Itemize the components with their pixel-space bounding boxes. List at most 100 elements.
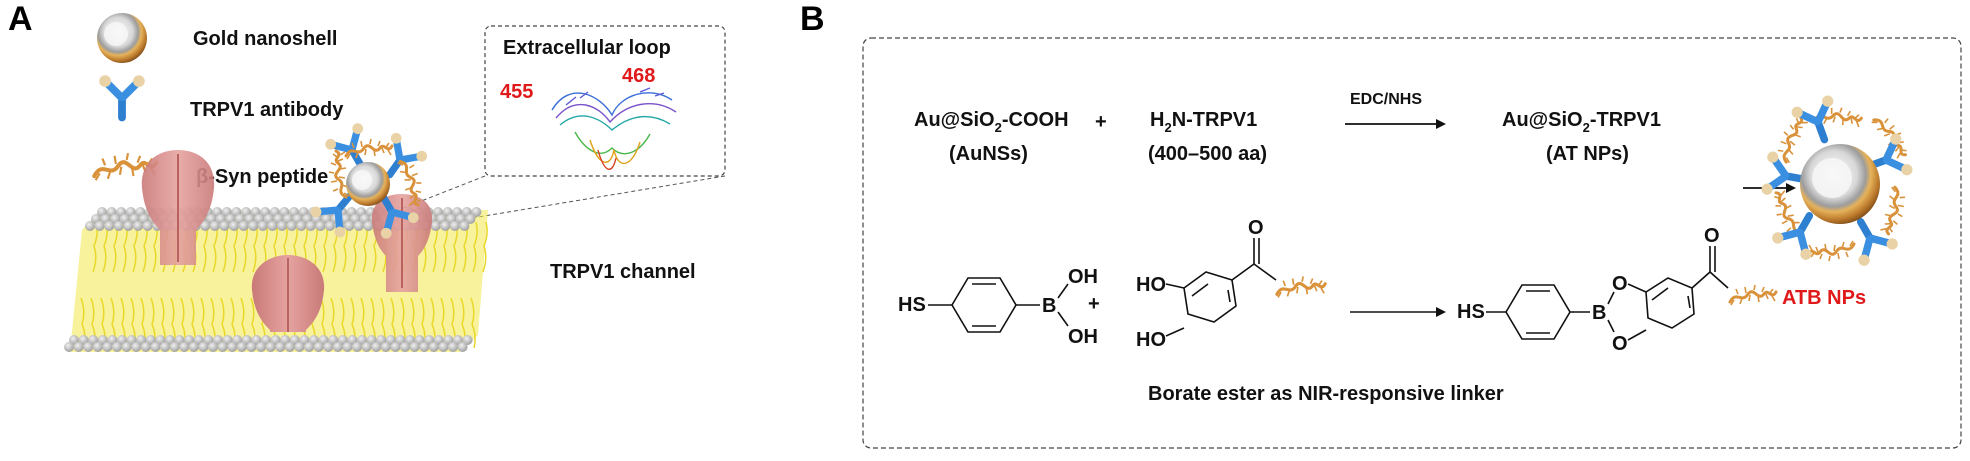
residue-start-label: 455	[500, 81, 533, 103]
lipid-head	[363, 221, 374, 231]
lipid-head	[284, 342, 295, 352]
lipid-head	[257, 221, 268, 231]
trpv1-channel-label: TRPV1 channel	[550, 261, 696, 283]
lipid-head	[315, 221, 326, 231]
product-at-abbr: (AT NPs)	[1546, 143, 1629, 165]
panel-b-letter: B	[800, 0, 825, 38]
lipid-head	[267, 221, 278, 231]
trpv1-channel-left	[141, 150, 215, 265]
lipid-head	[256, 342, 266, 352]
lipid-head	[323, 342, 334, 352]
lipid-head	[294, 342, 305, 352]
lipid-head	[286, 221, 297, 231]
lipid-head	[188, 342, 199, 352]
benzene-ring-3	[1505, 284, 1571, 340]
lipid-tail	[472, 221, 478, 273]
lipid-head	[236, 342, 247, 352]
legend: Gold nanoshell TRPV1 antibody β-Syn pept…	[94, 13, 344, 188]
lipid-head	[121, 342, 132, 352]
lipid-head	[438, 342, 449, 352]
lipid-head	[150, 342, 161, 352]
lipid-head	[209, 221, 220, 231]
atb-nanoparticle	[1760, 93, 1915, 268]
product-at-formula: Au@SiO2-TRPV1	[1502, 109, 1661, 135]
lipid-head	[471, 207, 482, 217]
lipid-head	[248, 221, 259, 231]
lipid-head	[217, 342, 228, 352]
lipid-head	[380, 342, 391, 352]
lipid-head	[352, 342, 362, 352]
lipid-head	[361, 342, 372, 352]
lipid-head	[457, 342, 468, 352]
plus-sign-row1: +	[1095, 111, 1107, 133]
panel-a-letter: A	[8, 0, 33, 38]
lipid-head	[198, 342, 209, 352]
reaction-row-2: HS B OH OH + HO HO O HS B	[898, 217, 1778, 355]
lipid-head	[409, 342, 420, 352]
residue-end-label: 468	[622, 65, 655, 87]
lipid-head	[133, 221, 143, 231]
plus-sign-row2: +	[1088, 293, 1100, 315]
ester-oxygen-top: O	[1612, 273, 1628, 295]
panel-b-frame	[862, 37, 1962, 449]
legend-nanoshell-label: Gold nanoshell	[193, 28, 337, 50]
lipid-head	[229, 221, 239, 231]
lipid-head	[353, 221, 364, 231]
legend-nanoshell-icon	[97, 13, 147, 63]
lipid-head	[390, 342, 401, 352]
lipid-head	[208, 342, 218, 352]
lipid-head	[169, 342, 180, 352]
lipid-head	[73, 342, 84, 352]
atb-nps-label: ATB NPs	[1782, 287, 1866, 309]
lipid-head	[104, 221, 115, 231]
benzene-ring-2	[1183, 271, 1237, 323]
reaction-row-1: Au@SiO2-COOH (AuNSs) + H2N-TRPV1 (400–50…	[914, 91, 1661, 165]
lipid-head	[325, 221, 335, 231]
lipid-head	[179, 342, 190, 352]
lipid-head	[142, 221, 153, 231]
extracellular-loop-inset: Extracellular loop 455 468	[484, 25, 726, 177]
reagent-edc-nhs: EDC/NHS	[1350, 91, 1422, 108]
lipid-head	[332, 342, 343, 352]
lipid-head	[227, 342, 238, 352]
inset-guide-lines	[377, 175, 726, 233]
lipid-head	[246, 342, 257, 352]
hydroxyl-top-label: OH	[1068, 266, 1098, 288]
lipid-head	[275, 342, 286, 352]
lipid-head	[83, 342, 94, 352]
lipid-head	[85, 221, 95, 231]
reactant-trpv1-range: (400–500 aa)	[1148, 143, 1267, 165]
legend-antibody-icon	[99, 75, 145, 122]
hydroxyl-bottom-label: OH	[1068, 326, 1098, 348]
lipid-head	[219, 221, 230, 231]
boron-label-1: B	[1042, 295, 1056, 317]
ketone-oxygen-2: O	[1704, 225, 1720, 247]
lipid-head	[304, 342, 314, 352]
lipid-head	[265, 342, 276, 352]
atb-nanoparticle-on-membrane	[308, 121, 430, 241]
trpv1-channel-center	[251, 255, 325, 332]
lipid-head	[200, 221, 211, 231]
lipid-head	[112, 342, 122, 352]
lipid-head	[131, 342, 142, 352]
lipid-head	[400, 342, 410, 352]
lipid-head	[342, 342, 353, 352]
lipid-head	[419, 342, 430, 352]
ester-oxygen-bottom: O	[1612, 333, 1628, 355]
lipid-head	[459, 221, 470, 231]
ketone-oxygen-1: O	[1248, 217, 1264, 239]
boron-label-2: B	[1592, 302, 1606, 324]
lipid-tail	[470, 297, 476, 349]
catechol-ho-top: HO	[1136, 274, 1166, 296]
lipid-head	[238, 221, 249, 231]
thiol-label-2: HS	[1457, 301, 1485, 323]
lipid-head	[448, 342, 458, 352]
lipid-head	[344, 221, 355, 231]
lipid-head	[277, 221, 287, 231]
lipid-head	[462, 335, 473, 345]
lipid-head	[94, 221, 105, 231]
lipid-head	[296, 221, 307, 231]
membrane-heads-bottom	[64, 335, 473, 352]
lipid-head	[305, 221, 316, 231]
